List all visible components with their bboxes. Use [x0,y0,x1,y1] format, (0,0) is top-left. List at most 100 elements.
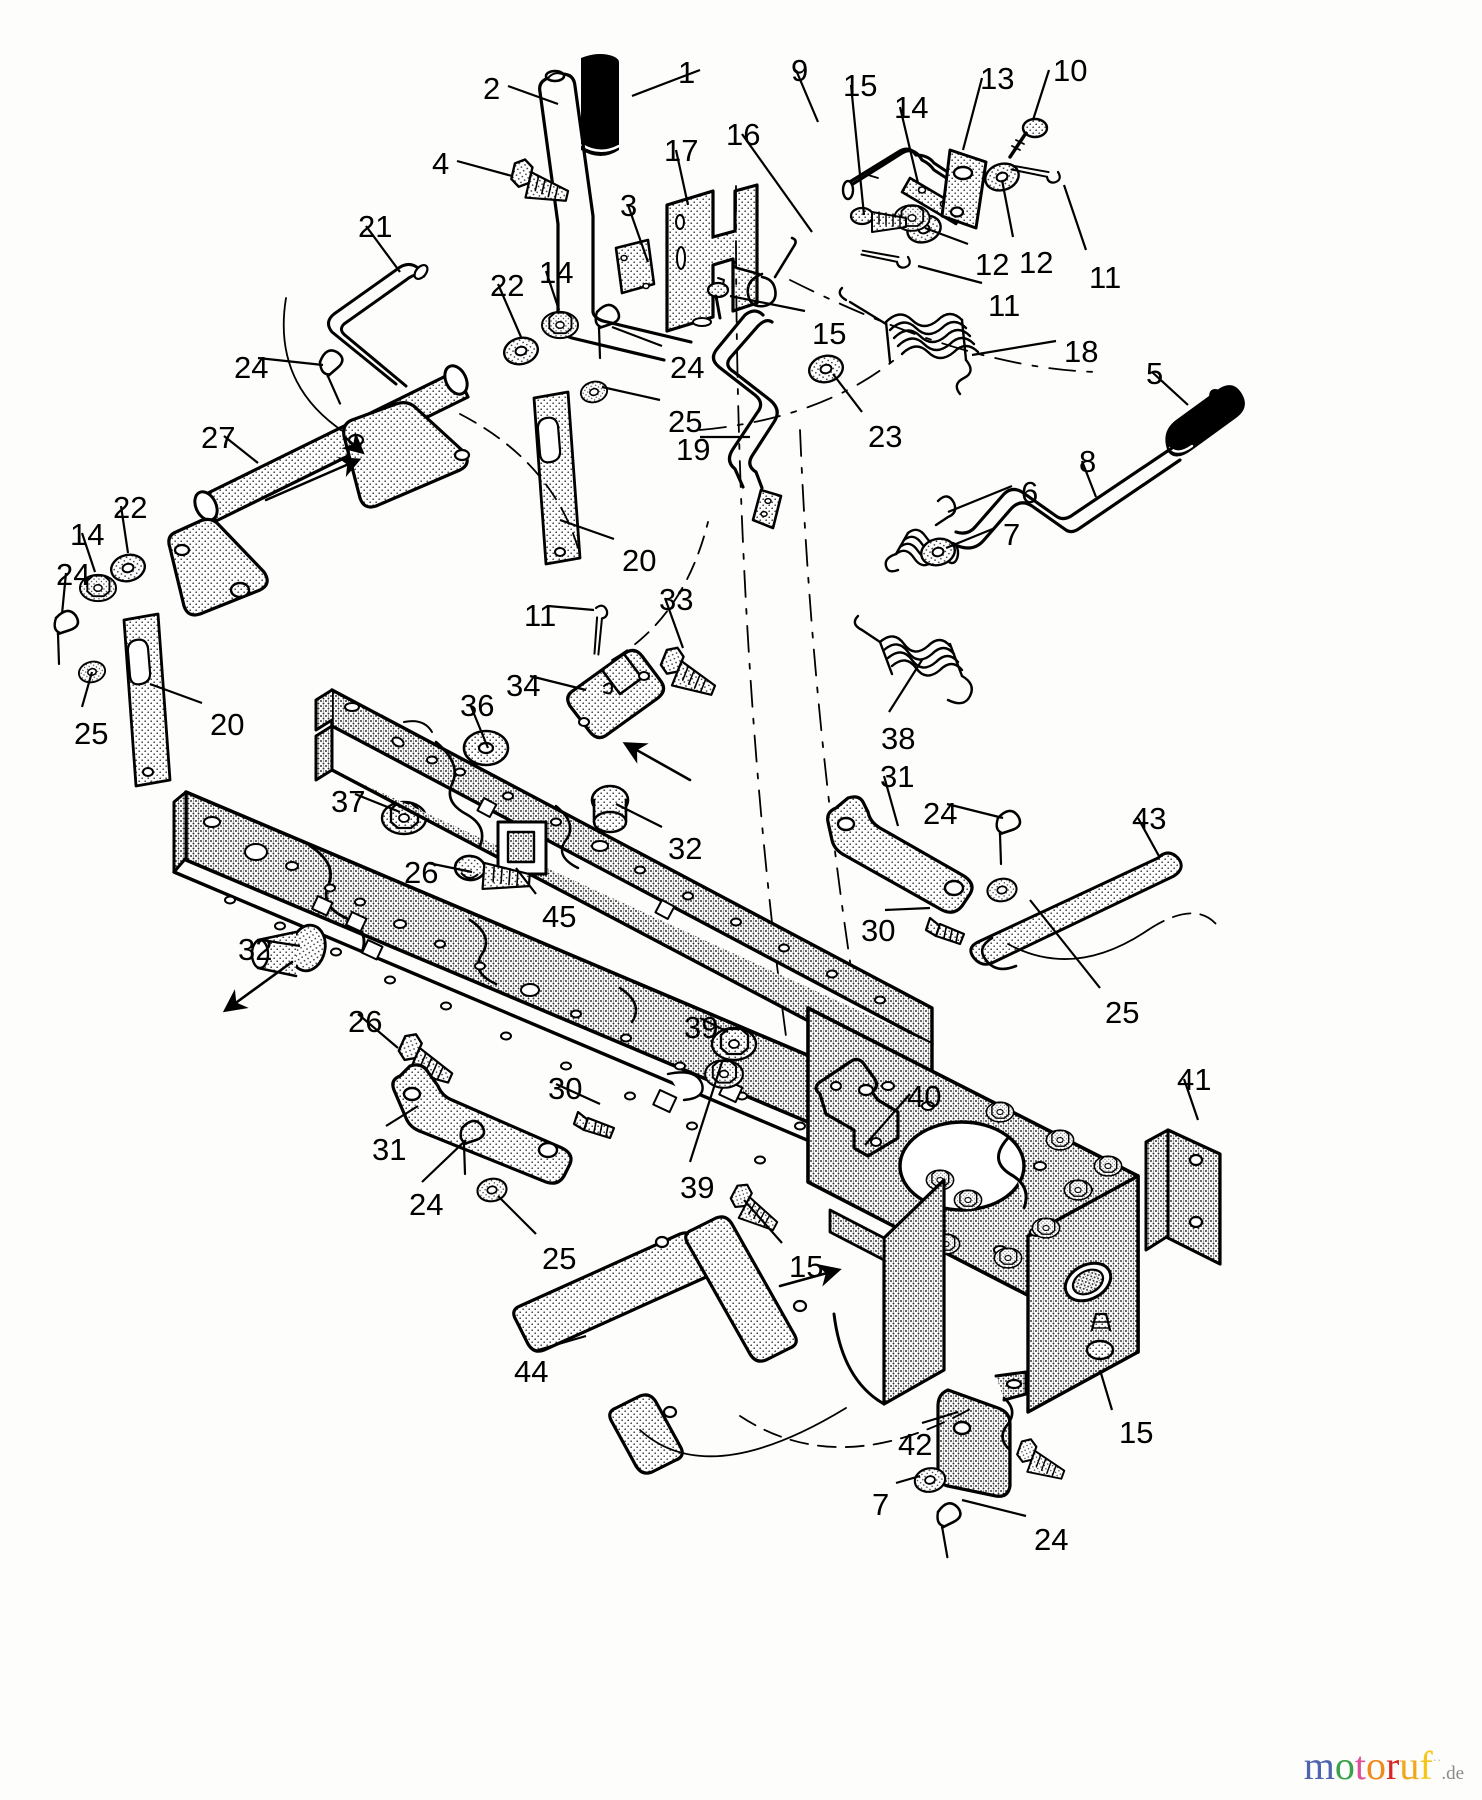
part-17-bracket [665,183,759,333]
watermark-letter: f [1419,1743,1433,1788]
callout-30: 30 [861,913,896,948]
callout-15: 15 [789,1249,824,1284]
motoruf-watermark: motoruf··.de [1304,1746,1464,1786]
part-36-washer [462,729,510,767]
callout-12: 12 [975,247,1010,282]
callout-40: 40 [907,1079,942,1114]
part-5-handle-grip [1165,385,1245,457]
callout-24: 24 [409,1187,444,1222]
part-11-cotter-c [585,603,610,656]
callout-18: 18 [1064,334,1099,369]
callout-9: 9 [791,53,809,88]
callout-20: 20 [622,543,657,578]
watermark-letter: m [1303,1743,1335,1788]
part-25-washer-right [984,875,1020,905]
callout-34: 34 [506,668,541,703]
part-27-lift-shaft [167,297,471,617]
part-44-u-bar [512,1215,808,1475]
callout-24: 24 [923,796,958,831]
watermark-letter: o [1334,1743,1355,1788]
callout-19: 19 [676,432,711,467]
callout-12: 12 [1019,245,1054,280]
part-15-screw-bracket17 [706,281,730,320]
callout-3: 3 [620,188,638,223]
callout-37: 37 [331,784,366,819]
part-39-nut-a [710,1026,758,1062]
callout-32: 32 [238,932,273,967]
callout-44: 44 [514,1354,549,1389]
part-31-arm-right [826,795,974,914]
callout-38: 38 [881,721,916,756]
part-25-washer-left [75,658,109,686]
part-11-cotter-a [1010,156,1063,186]
callout-26: 26 [404,855,439,890]
part-30-stud-right [924,916,966,946]
callout-16: 16 [726,117,761,152]
callout-25: 25 [1105,995,1140,1030]
part-10-bolt [1008,117,1049,159]
callout-22: 22 [490,268,525,303]
callout-15: 15 [1119,1415,1154,1450]
callout-22: 22 [113,490,148,525]
part-1-handle-grip [580,54,621,156]
part-4-bolt [506,156,574,208]
frame-rail-upper [314,688,934,1088]
callout-13: 13 [980,61,1015,96]
callout-24: 24 [234,350,269,385]
callout-31: 31 [372,1132,407,1167]
part-24-eclip-left [53,609,80,666]
part-8-lever-rod [944,446,1182,565]
callout-11: 11 [988,288,1021,323]
callout-21: 21 [358,209,393,244]
callout-7: 7 [1003,517,1021,552]
callout-20: 20 [210,707,245,742]
callout-14: 14 [894,90,929,125]
part-45-clamp [496,820,548,876]
part-24-eclip-bottom [934,1500,968,1560]
part-20-link-mid [532,390,582,566]
callout-11: 11 [1089,260,1122,295]
callout-26: 26 [348,1004,383,1039]
part-15-bolt-bottom-right [1011,1435,1072,1485]
callout-8: 8 [1079,444,1097,479]
callout-42: 42 [898,1427,933,1462]
callout-36: 36 [460,688,495,723]
watermark-letter: o [1365,1743,1386,1788]
callout-25: 25 [542,1241,577,1276]
part-3-plate [614,238,656,295]
part-14-nut-mid [540,310,580,340]
watermark-dot: ·· [1432,1752,1442,1768]
part-24-eclip-top [314,345,359,407]
callout-11: 11 [524,598,557,633]
callout-7: 7 [872,1487,890,1522]
callout-5: 5 [1146,356,1164,391]
callout-23: 23 [868,419,903,454]
part-25-washer-left2 [474,1175,510,1205]
callout-10: 10 [1053,53,1088,88]
callout-1: 1 [678,55,696,90]
watermark-letter: t [1354,1743,1366,1788]
callout-14: 14 [70,517,105,552]
part-11-cotter-b [860,241,913,271]
watermark-letter: u [1399,1743,1420,1788]
part-30-stud-left [572,1110,616,1140]
part-15-screw-hanging [1085,1312,1115,1361]
callout-31: 31 [880,759,915,794]
part-24-eclip-right [995,809,1022,866]
callout-6: 6 [1021,475,1039,510]
part-20-link-left [122,612,172,788]
watermark-suffix: .de [1441,1763,1464,1784]
callout-39: 39 [680,1170,715,1205]
watermark-letter: r [1385,1743,1400,1788]
callout-17: 17 [664,133,699,168]
callout-25: 25 [74,716,109,751]
part-42-bracket [936,1370,1028,1498]
callout-32: 32 [668,831,703,866]
callout-4: 4 [432,146,450,181]
part-39-nut-b [704,1059,744,1089]
part-18-extension-spring [838,286,980,396]
part-23-washer [805,351,847,387]
part-41-bracket [1144,1128,1222,1266]
callout-30: 30 [548,1071,583,1106]
